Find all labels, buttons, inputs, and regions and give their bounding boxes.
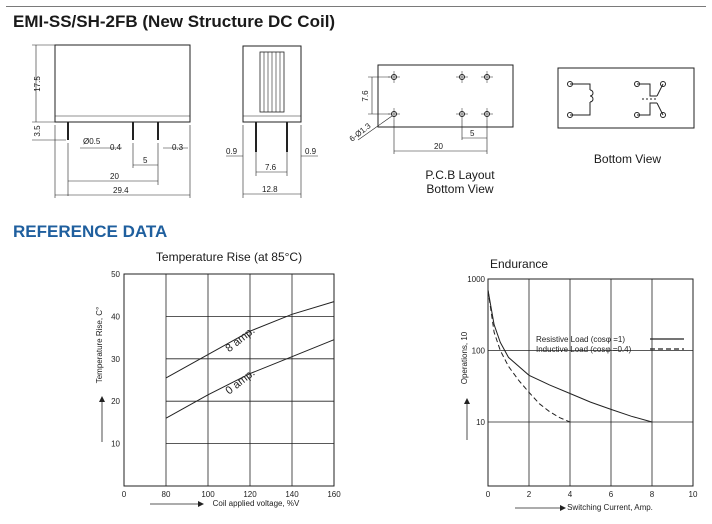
x-tick-label: 2 [527,490,532,499]
section-title-reference-data: REFERENCE DATA [13,222,168,241]
x-tick-label: 6 [609,490,614,499]
dim-right-offset: 0.9 [305,147,317,156]
side-view-dimensions: 17.5 3.5 Ø0.5 0.4 0.3 5 20 29.4 [33,76,184,195]
dim-length: 29.4 [113,186,129,195]
y-axis-label: Operations, 10 [460,331,469,384]
technical-drawings: 17.5 3.5 Ø0.5 0.4 0.3 5 20 29.4 0.9 0.9 … [32,44,695,198]
dim-width: 12.8 [262,185,278,194]
dim-pcb-pitch: 5 [470,129,475,138]
dim-left-offset: 0.9 [226,147,238,156]
dim-spacing-20: 20 [110,172,119,181]
schematic-drawing [557,67,695,129]
dim-pitch: 7.6 [265,163,277,172]
pcb-layout-drawing [357,64,514,154]
x-tick-label: 160 [327,490,341,499]
x-axis-label: Switching Current, Amp. [567,503,653,512]
pcb-layout-caption: P.C.B Layout Bottom View [400,168,520,196]
x-axis-arrow-head [560,505,566,511]
dim-pin-w1: 0.4 [110,143,122,152]
chart-title: Endurance [490,257,548,271]
series-line [165,339,335,419]
schematic-caption: Bottom View [593,152,662,166]
end-view-dimensions: 0.9 0.9 7.6 12.8 [226,147,317,194]
y-tick-label: 40 [111,312,120,321]
end-view-drawing [226,45,318,198]
dim-pin-length: 3.5 [33,125,42,137]
dim-row-pitch: 7.6 [361,90,370,102]
x-tick-label: 4 [568,490,573,499]
x-axis-label: Coil applied voltage, %V [213,499,300,508]
y-tick-label: 50 [111,270,120,279]
x-tick-label: 100 [201,490,215,499]
x-tick-label: 0 [122,490,127,499]
dim-pin-w2: 0.3 [172,143,184,152]
x-tick-label: 140 [285,490,299,499]
y-tick-label: 30 [111,355,120,364]
series-line [165,301,335,379]
page-title: EMI-SS/SH-2FB (New Structure DC Coil) [13,12,336,31]
y-tick-label: 100 [472,347,486,356]
plot-frame [487,278,694,487]
dim-pcb-span: 20 [434,142,443,151]
x-tick-label: 10 [689,490,698,499]
x-tick-label: 8 [650,490,655,499]
series-line [487,290,571,423]
y-axis-arrow-head [99,396,105,402]
y-axis-arrow-head [464,398,470,404]
dim-pin-diameter: Ø0.5 [83,137,101,146]
y-axis-label: Temperature Rise, C° [95,307,104,384]
y-tick-label: 1000 [467,275,485,284]
chart-title: Temperature Rise (at 85°C) [156,250,302,264]
dim-height: 17.5 [33,76,42,92]
pcb-caption-line2: Bottom View [426,182,494,196]
series-line [487,290,653,423]
y-tick-label: 10 [111,440,120,449]
x-axis-arrow-head [198,501,204,507]
x-tick-label: 120 [243,490,257,499]
header-rule [6,6,706,7]
side-view-drawing [32,44,191,198]
y-tick-label: 10 [476,418,485,427]
x-tick-label: 0 [486,490,491,499]
legend-label: Resistive Load (cosφ =1) [536,335,625,344]
dim-spacing-5: 5 [143,156,148,165]
y-tick-label: 20 [111,397,120,406]
legend-label: Inductive Load (cosφ =0.4) [536,345,632,354]
pcb-caption-line1: P.C.B Layout [425,168,495,182]
x-tick-label: 80 [162,490,171,499]
